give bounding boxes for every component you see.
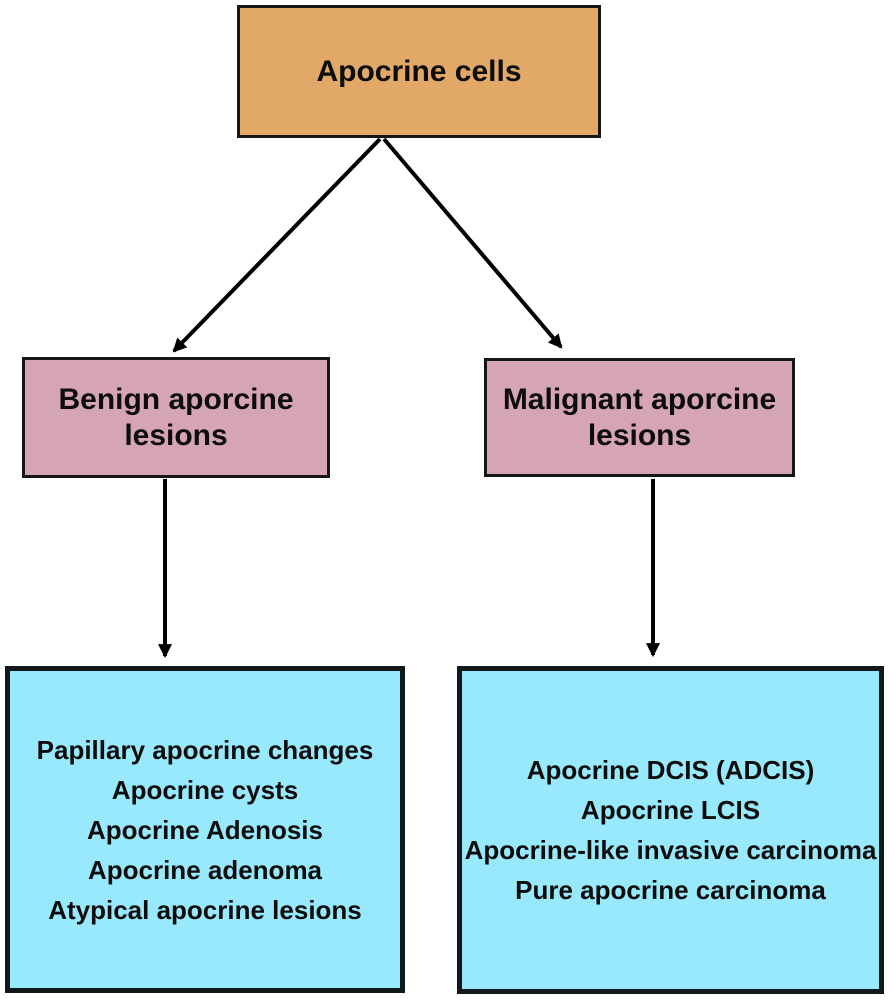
malignant-node-label: Malignant aporcine lesions [502, 382, 777, 452]
benign-list: Papillary apocrine changes Apocrine cyst… [10, 730, 400, 930]
list-item: Atypical apocrine lesions [48, 894, 362, 925]
list-item: Apocrine-like invasive carcinoma [464, 835, 877, 865]
list-item: Apocrine DCIS (ADCIS) [526, 755, 815, 785]
benign-list-node: Papillary apocrine changes Apocrine cyst… [5, 666, 405, 993]
list-item: Papillary apocrine changes [36, 734, 374, 765]
root-node-apocrine-cells: Apocrine cells [237, 5, 601, 138]
malignant-list-node: Apocrine DCIS (ADCIS) Apocrine LCIS Apoc… [457, 666, 884, 994]
arrow-root-to-benign [172, 137, 382, 353]
benign-lesions-node: Benign aporcine lesions [22, 357, 330, 478]
list-item: Apocrine adenoma [87, 854, 323, 885]
arrow-root-to-malignant [382, 137, 563, 349]
list-item: Pure apocrine carcinoma [515, 875, 826, 905]
malignant-list: Apocrine DCIS (ADCIS) Apocrine LCIS Apoc… [462, 750, 879, 910]
benign-node-label: Benign aporcine lesions [58, 382, 294, 452]
list-item: Apocrine Adenosis [87, 814, 323, 845]
malignant-lesions-node: Malignant aporcine lesions [484, 358, 795, 477]
list-item: Apocrine cysts [111, 774, 299, 805]
list-item: Apocrine LCIS [580, 795, 761, 825]
root-node-label: Apocrine cells [316, 54, 522, 88]
